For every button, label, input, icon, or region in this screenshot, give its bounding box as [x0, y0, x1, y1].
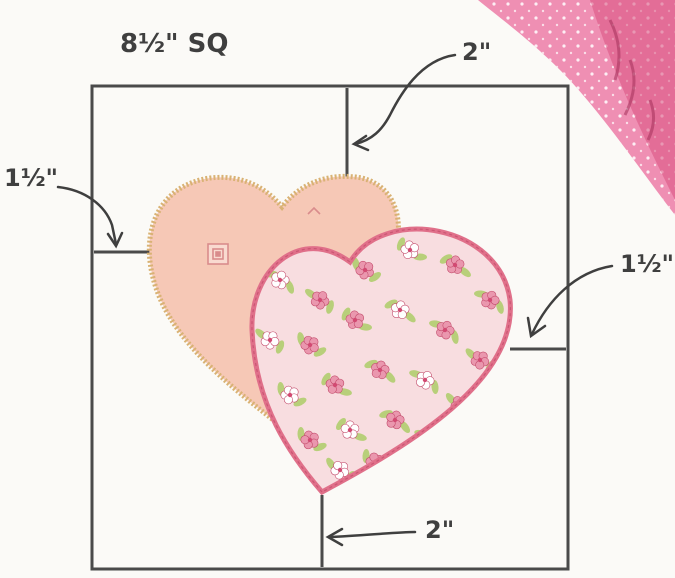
- flower-petal: [284, 396, 292, 404]
- left-arrow: [58, 187, 116, 244]
- flower-center: [453, 263, 457, 267]
- flower-center: [488, 298, 492, 302]
- flower-petal: [277, 271, 285, 279]
- flower-petal: [426, 441, 434, 449]
- left-measure-label: 1½": [4, 164, 58, 192]
- flower-center: [288, 393, 292, 397]
- floral-heart-icon: [252, 229, 510, 492]
- flower-petal: [431, 437, 439, 445]
- bottom-arrow: [330, 532, 415, 537]
- flower-center: [318, 298, 322, 302]
- leaf-motif: [377, 464, 392, 475]
- flower-center: [348, 428, 352, 432]
- top-arrow: [355, 55, 455, 144]
- flower-center: [408, 248, 412, 252]
- flower-center: [278, 278, 282, 282]
- flower-petal: [428, 431, 436, 439]
- flower-center: [443, 328, 447, 332]
- flower-center: [428, 438, 432, 442]
- flower-center: [268, 338, 272, 342]
- top-measure-label: 2": [462, 38, 491, 66]
- right-arrow: [532, 266, 612, 334]
- flower-center: [363, 268, 367, 272]
- flower-petal: [271, 337, 279, 345]
- flower-petal: [442, 331, 450, 339]
- leaf-motif: [437, 440, 444, 454]
- flower-center: [398, 308, 402, 312]
- flower-center: [393, 418, 397, 422]
- flower-center: [378, 368, 382, 372]
- flower-center: [308, 438, 312, 442]
- flower-center: [478, 358, 482, 362]
- block-size-label: 8½" SQ: [120, 29, 228, 59]
- flower-petal: [456, 260, 464, 268]
- flower-center: [423, 378, 427, 382]
- leaf-motif: [463, 404, 476, 420]
- flower-center: [338, 468, 342, 472]
- flower-petal: [460, 403, 468, 411]
- flower-petal: [341, 424, 349, 432]
- flower-center: [333, 383, 337, 387]
- flower-center: [353, 318, 357, 322]
- pink-fabric-swatch: [478, 0, 675, 215]
- right-measure-label: 1½": [620, 250, 674, 278]
- flower-petal: [421, 438, 429, 446]
- flower-center: [308, 343, 312, 347]
- small-square-patch: [208, 244, 228, 264]
- bottom-measure-label: 2": [425, 516, 454, 544]
